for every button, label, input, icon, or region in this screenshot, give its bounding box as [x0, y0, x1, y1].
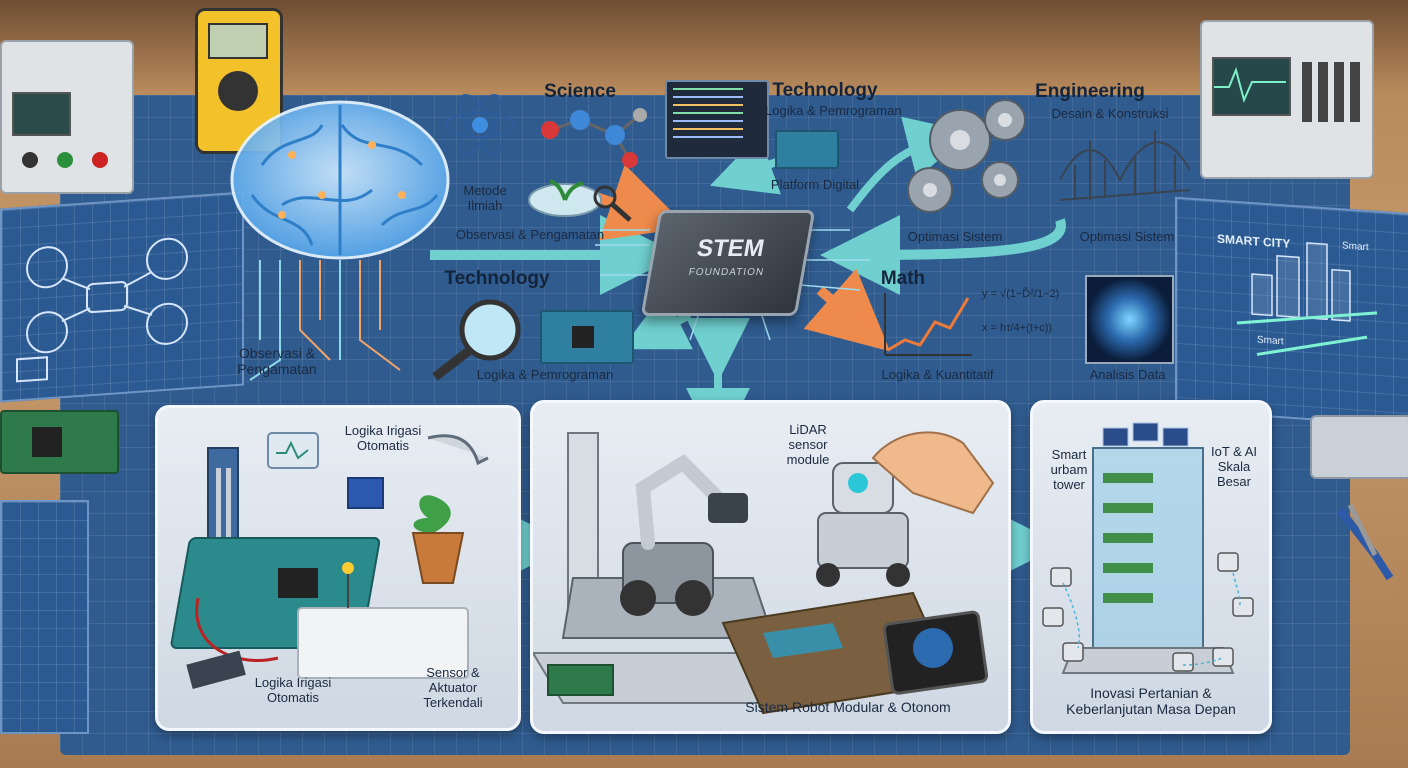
arduino-top-icon	[775, 130, 839, 169]
iot-ai-label: IoT & AI Skala Besar	[1210, 444, 1257, 489]
arduino-mid-icon	[540, 310, 634, 364]
power-supply-left	[0, 40, 134, 194]
robot-panel: LiDAR sensor module Sistem Robot Modular…	[530, 400, 1011, 734]
pliers-right	[1330, 500, 1400, 581]
math-title: Math	[880, 268, 926, 289]
board-right	[1310, 415, 1408, 479]
code-screen	[665, 80, 769, 159]
brain-icon	[230, 100, 450, 260]
panel1-bottom-right: Sensor & Aktuator Terkendali	[423, 665, 483, 710]
engineering-sub: Desain & Konstruksi	[1051, 106, 1169, 121]
optimization-label-2: Optimasi Sistem	[1079, 229, 1175, 244]
platform-digital-label: Platform Digital	[770, 177, 860, 192]
petri-dish-icon	[525, 165, 635, 225]
panel1-bottom-left: Logika Irigasi Otomatis	[254, 675, 332, 705]
smart-city-blueprint: SMART CITY Smart Smart	[1175, 196, 1408, 428]
math-equation-2: x = hτ/4+(t+c))	[982, 322, 1053, 334]
engineering-title: Engineering	[1035, 81, 1145, 102]
analysis-data-label: Analisis Data	[1089, 367, 1166, 382]
technology-mid-title: Technology	[444, 268, 550, 289]
bridge-icon	[1059, 120, 1191, 220]
chip-subtitle: FOUNDATION	[687, 267, 765, 278]
science-title: Science	[544, 81, 616, 102]
city-buildings-icon	[1236, 242, 1378, 356]
stem-chip: STEM FOUNDATION	[640, 210, 816, 316]
technology-top-title: Technology	[772, 80, 878, 101]
math-sub: Logika & Kuantitatif	[881, 367, 994, 382]
panel1-top-label: Logika Irigasi Otomatis	[344, 423, 422, 453]
irrigation-illustration	[170, 432, 489, 689]
smart-farming-panel: Smart urbam tower IoT & AI Skala Besar I…	[1030, 400, 1272, 734]
science-observation-label: Observasi & Pengamatan	[455, 227, 605, 242]
panel3-caption: Inovasi Pertanian & Keberlanjutan Masa D…	[1066, 685, 1236, 718]
oscilloscope-right	[1200, 20, 1374, 179]
lidar-label: LiDAR sensor module	[786, 422, 830, 467]
robot-illustration	[533, 431, 995, 715]
line-graph-icon	[880, 290, 975, 360]
brain-illustration	[222, 95, 462, 275]
fractal-image	[1085, 275, 1174, 364]
atom-icon	[440, 85, 520, 165]
magnifier-icon	[425, 295, 535, 385]
drone-icon	[16, 237, 188, 383]
math-equation-1: y = √(1−Ď²/1−2)	[982, 288, 1060, 300]
technology-top-sub: Logika & Pemrograman	[765, 103, 902, 118]
gears-icon	[890, 90, 1050, 230]
smart-tower-illustration	[1042, 422, 1254, 674]
bottom-left-blueprint	[0, 500, 89, 734]
panel2-caption: Sistem Robot Modular & Otonom	[745, 699, 951, 715]
irrigation-panel: Logika Irigasi Otomatis Logika Irigasi O…	[155, 405, 521, 731]
science-method-label: Metode Ilmiah	[463, 183, 507, 213]
chip-title: STEM	[694, 235, 767, 262]
smart-tower-label: Smart urbam tower	[1050, 447, 1088, 492]
brain-label: Observasi & Pengamatan	[237, 345, 317, 378]
technology-mid-sub: Logika & Pemrograman	[476, 367, 614, 382]
optimization-label-1: Optimasi Sistem	[907, 229, 1003, 244]
drone-blueprint	[0, 191, 244, 403]
molecule-icon	[530, 100, 650, 170]
pcb-left	[0, 410, 119, 474]
